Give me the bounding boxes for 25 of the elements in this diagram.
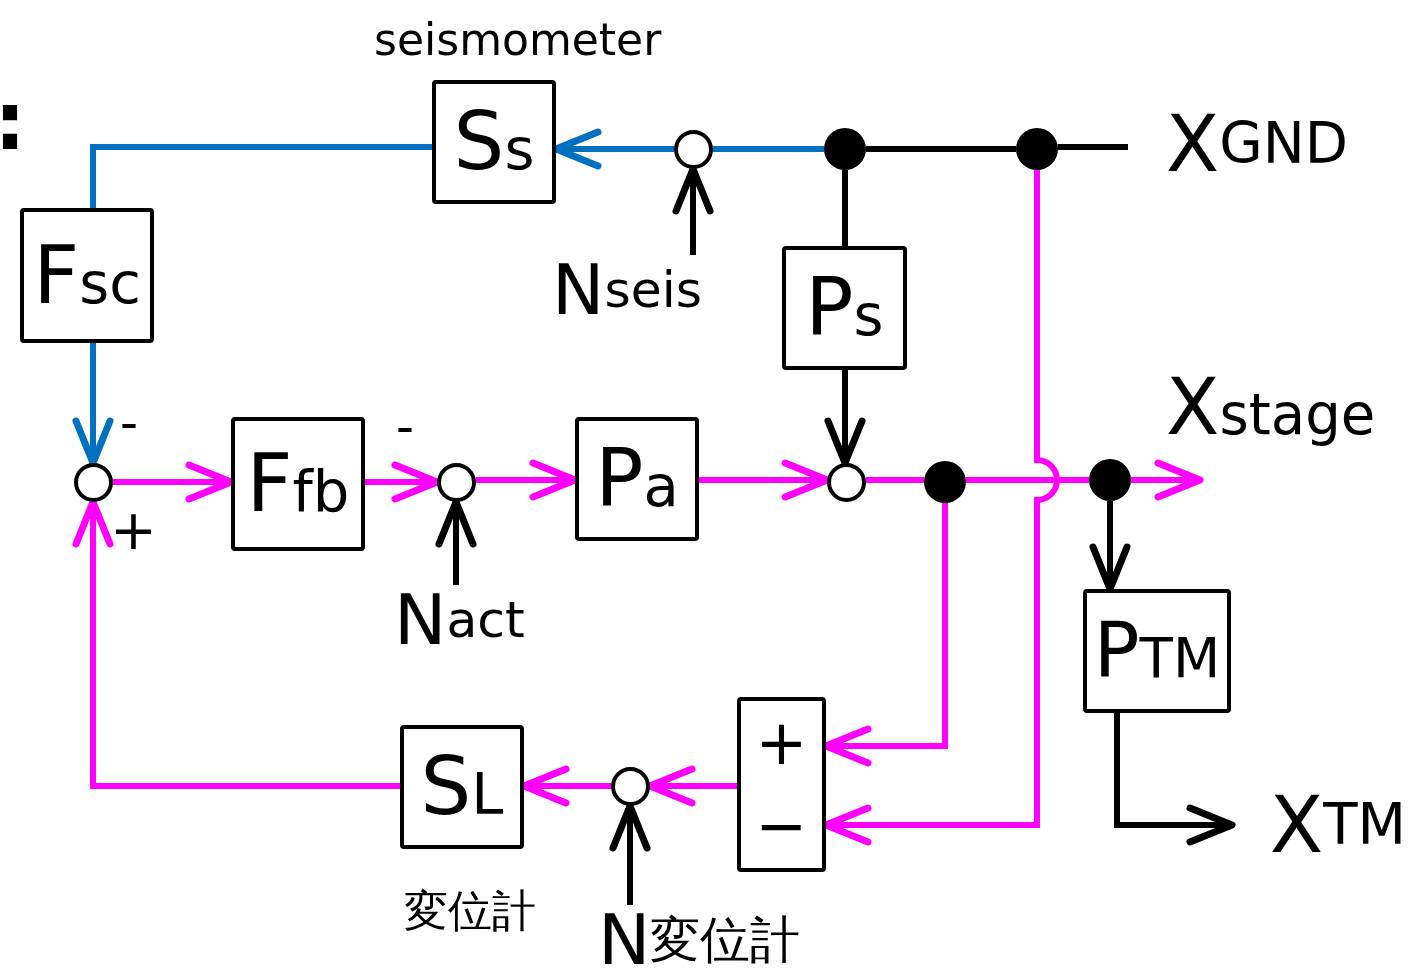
summing-junction: [827, 463, 866, 502]
signal-arrow: [1114, 713, 1236, 846]
junction-dot: [824, 128, 866, 170]
summing-junction: [74, 463, 113, 502]
transfer-function-box: [575, 417, 699, 541]
summing-junction: [437, 463, 476, 502]
summing-junction: [674, 130, 713, 169]
summing-junction: [611, 767, 650, 806]
block-caption: 変位計: [404, 889, 536, 933]
sign-label: -: [396, 402, 415, 452]
transfer-function-box: [1083, 589, 1231, 713]
transfer-function-box: [782, 246, 907, 370]
sign-label: +: [110, 502, 157, 558]
junction-dot: [1089, 459, 1131, 501]
signal-arrow: [1131, 459, 1204, 501]
sign-label: +: [755, 711, 808, 774]
transfer-function-box: [231, 417, 365, 551]
text-fragment: :: [0, 82, 26, 162]
transfer-function-box: [20, 208, 154, 343]
junction-dot: [1016, 128, 1058, 170]
comparator-box: [737, 697, 826, 872]
sign-label: -: [120, 398, 139, 448]
block-caption: seismometer: [374, 18, 662, 62]
sign-label: −: [755, 795, 808, 858]
junction-dot: [924, 461, 966, 503]
